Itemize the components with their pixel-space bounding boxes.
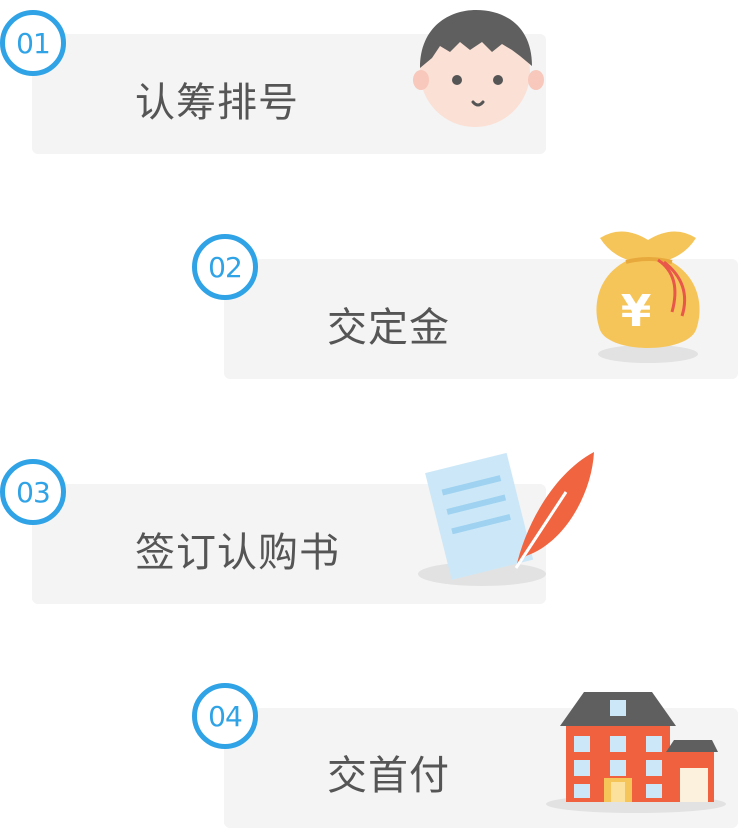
step-number-badge-4: 04 [192,683,258,749]
step-number-badge-2: 02 [192,234,258,300]
step-number-1: 01 [16,26,51,60]
yuan-symbol: ¥ [621,286,652,337]
step-number-2: 02 [208,250,243,284]
house-icon [546,692,726,813]
boy-face-icon [413,10,544,127]
step-number-4: 04 [208,699,243,733]
document-quill-icon [418,452,594,586]
step-label-2: 交定金 [327,305,450,351]
money-bag-icon: ¥ [596,231,700,363]
step-label-3: 签订认购书 [135,530,340,576]
step-number-badge-3: 03 [0,459,66,525]
step-number-3: 03 [16,475,51,509]
step-number-badge-1: 01 [0,10,66,76]
step-label-1: 认筹排号 [135,80,299,126]
step-label-4: 交首付 [327,753,450,799]
